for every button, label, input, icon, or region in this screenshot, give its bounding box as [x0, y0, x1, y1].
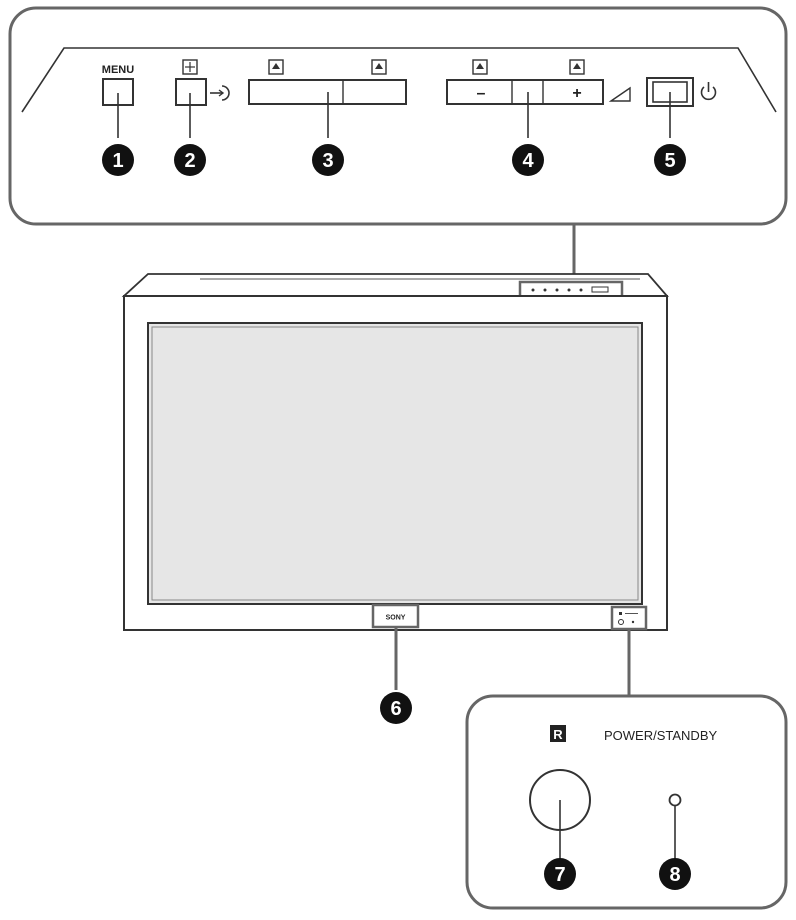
volume-ramp-icon: [608, 86, 631, 102]
detail-callout-panel: R POWER/STANDBY 7 8: [465, 694, 788, 910]
plus-box-icon: [569, 59, 585, 75]
remote-sensor-icon: R: [550, 725, 566, 742]
callout-6-label: 6: [390, 698, 401, 720]
tv-screen: [147, 322, 643, 605]
callout-2-label: 2: [184, 150, 195, 172]
callout-5-label: 5: [664, 150, 675, 172]
top-panel-frame: [8, 6, 788, 226]
volume-rocker-button[interactable]: [446, 79, 604, 105]
callout-6: 6: [380, 692, 412, 724]
channel-control: [248, 59, 407, 138]
tv-screen-inner-edge: [151, 326, 639, 601]
control-strip-outline: [21, 47, 777, 113]
callout-4: 4: [512, 144, 544, 176]
remote-sensor-label: R: [553, 727, 563, 742]
input-arrow-icon: [210, 85, 230, 101]
tv-control-strip-buttons: [531, 286, 609, 293]
power-standby-label: POWER/STANDBY: [604, 728, 717, 743]
volume-minus-label: –: [477, 85, 486, 102]
power-control: [646, 77, 717, 138]
callout-5: 5: [654, 144, 686, 176]
callout-7: 7: [544, 858, 576, 890]
tv-set: SONY: [121, 273, 669, 631]
menu-control: MENU: [102, 64, 134, 138]
input-button[interactable]: [175, 78, 207, 106]
callout-1-label: 1: [112, 150, 123, 172]
callout-3: 3: [312, 144, 344, 176]
callout-8: 8: [659, 858, 691, 890]
volume-control: – +: [446, 59, 631, 138]
input-target-icon: [182, 59, 198, 75]
callout-2: 2: [174, 144, 206, 176]
detail-panel-frame: [465, 694, 788, 910]
power-icon: [700, 82, 717, 101]
callout-8-label: 8: [669, 864, 680, 886]
callout-4-label: 4: [522, 150, 534, 172]
input-control: [175, 59, 230, 138]
sensor-area-highlight: [610, 605, 648, 631]
callout-7-label: 7: [554, 864, 565, 886]
plus-box-icon: [268, 59, 284, 75]
plus-box-icon: [371, 59, 387, 75]
sensor-area-marks: [618, 612, 638, 625]
top-callout-panel: [8, 6, 788, 226]
brand-logo: SONY: [386, 615, 406, 622]
plus-box-icon: [472, 59, 488, 75]
power-standby-indicator: [668, 793, 682, 807]
callout-3-label: 3: [322, 150, 333, 172]
callout-1: 1: [102, 144, 134, 176]
menu-label: MENU: [102, 64, 134, 76]
volume-plus-label: +: [572, 85, 581, 102]
